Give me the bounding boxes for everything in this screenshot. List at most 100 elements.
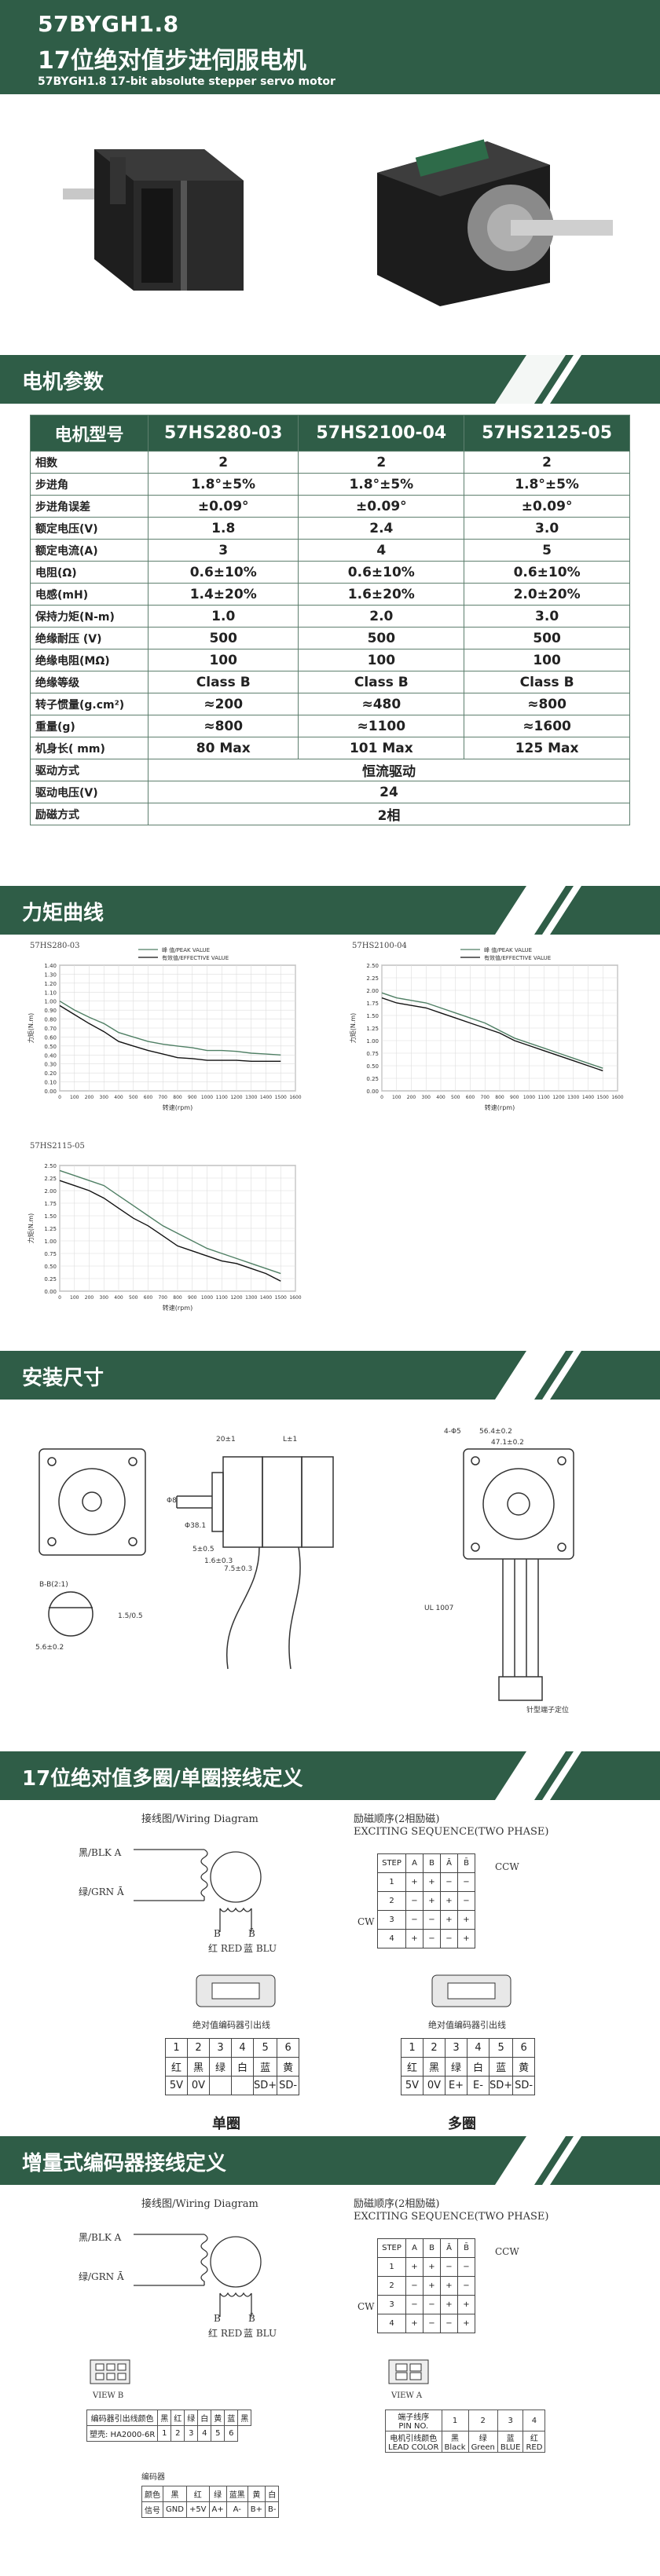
lead-cell: 塑壳: HA2000-6R xyxy=(86,2425,159,2442)
motor-image-right xyxy=(377,139,613,306)
seq-cell: + xyxy=(423,1891,441,1911)
param-value: Class B xyxy=(298,671,465,693)
x-tick-label: 800 xyxy=(173,1095,182,1100)
param-value: 3.0 xyxy=(464,605,630,628)
section-wiring-inc-title: 增量式编码器接线定义 xyxy=(22,2152,227,2175)
lead-cell: 蓝 BLUE xyxy=(497,2431,524,2453)
lead-cell: 信号 xyxy=(141,2501,163,2518)
y-tick-label: 1.50 xyxy=(44,1213,57,1220)
param-value: Class B xyxy=(464,671,630,693)
x-tick-label: 900 xyxy=(188,1095,197,1100)
series-line xyxy=(381,992,603,1069)
seq-cell: − xyxy=(405,2295,424,2314)
y-tick-label: 2.50 xyxy=(44,1163,57,1169)
x-tick-label: 500 xyxy=(129,1095,138,1100)
seq-cell: + xyxy=(440,2295,458,2314)
y-axis-label: 力矩(N.m) xyxy=(349,1013,357,1044)
seq-cell: + xyxy=(423,1872,441,1892)
seq-header: B xyxy=(423,1853,441,1873)
seq-step: 2 xyxy=(377,1891,406,1911)
seq-cell: − xyxy=(423,1929,441,1948)
x-tick-label: 0 xyxy=(380,1095,383,1100)
dim-label: UL 1007 xyxy=(424,1605,453,1612)
section-dimensions: 安装尺寸 xyxy=(0,1351,660,1400)
params-row: 驱动方式恒流驱动 xyxy=(30,759,630,781)
param-label: 绝缘等级 xyxy=(30,671,148,693)
pin-cell: 1 xyxy=(401,2038,424,2058)
params-row: 电阻(Ω)0.6±10%0.6±10%0.6±10% xyxy=(30,561,630,584)
section-dimensions-title: 安装尺寸 xyxy=(22,1367,104,1390)
seq-cell: − xyxy=(440,2257,458,2277)
param-label: 步进角 xyxy=(30,473,148,496)
param-label: 转子惯量(g.cm²) xyxy=(30,693,148,715)
y-tick-label: 0.90 xyxy=(44,1008,57,1014)
param-value: 1.8°±5% xyxy=(298,473,465,496)
x-tick-label: 100 xyxy=(70,1295,79,1301)
param-label: 电阻(Ω) xyxy=(30,561,148,584)
param-value: 1.8°±5% xyxy=(464,473,630,496)
y-axis-label: 力矩(N.m) xyxy=(27,1013,35,1044)
x-tick-label: 1500 xyxy=(597,1095,609,1100)
ccw-label: CCW xyxy=(495,1861,519,1872)
lead-cell: 1 xyxy=(441,2410,469,2431)
param-value: 500 xyxy=(147,627,299,649)
param-value: 100 xyxy=(147,649,299,671)
wire-bbar: B̄ xyxy=(248,1928,255,1939)
lead-cell: 编码器引出线颜色 xyxy=(86,2410,159,2426)
seq-title-cn-inc: 励磁顺序(2相励磁) xyxy=(354,2198,440,2210)
section-wiring-inc: 增量式编码器接线定义 xyxy=(0,2136,660,2185)
y-tick-label: 1.40 xyxy=(44,963,57,969)
legend-label: 有效值/EFFECTIVE VALUE xyxy=(484,954,551,961)
pin-cell: 黑 xyxy=(187,2057,210,2077)
dim-label: L±1 xyxy=(283,1436,297,1444)
pin-cell: 绿 xyxy=(209,2057,232,2077)
x-tick-label: 600 xyxy=(144,1295,153,1301)
lead-cell: B+ xyxy=(247,2501,266,2518)
param-value: ≈800 xyxy=(464,693,630,715)
y-tick-label: 1.25 xyxy=(44,1226,57,1232)
seq-step: 3 xyxy=(377,2295,406,2314)
params-row: 转子惯量(g.cm²)≈200≈480≈800 xyxy=(30,693,630,715)
y-tick-label: 1.30 xyxy=(44,971,57,978)
hero-banner: 57BYGH1.8 17位绝对值步进伺服电机 57BYGH1.8 17-bit … xyxy=(0,0,660,94)
param-label: 励磁方式 xyxy=(30,803,148,825)
seq-cell: − xyxy=(423,2295,441,2314)
pin-cell: 3 xyxy=(445,2038,468,2058)
params-header-cell: 电机型号 xyxy=(30,415,148,452)
seq-cell: − xyxy=(457,1872,475,1892)
dim-label: 56.4±0.2 xyxy=(479,1428,512,1436)
y-tick-label: 0.60 xyxy=(44,1034,57,1041)
y-tick-label: 0.25 xyxy=(366,1076,379,1082)
pin-cell: 蓝 xyxy=(488,2057,514,2077)
torque-chart-3: 57HS2115-052.502.252.001.751.501.251.000… xyxy=(27,1142,302,1312)
lead-cell: 2 xyxy=(468,2410,498,2431)
wire-red-inc: 红 RED xyxy=(208,2328,243,2339)
y-tick-label: 2.25 xyxy=(44,1176,57,1182)
param-label: 电感(mH) xyxy=(30,583,148,606)
pin-cell: 3 xyxy=(209,2038,232,2058)
pin-cell: 5 xyxy=(488,2038,514,2058)
wire-green: 绿/GRN Ā xyxy=(79,1886,124,1897)
series-line xyxy=(381,997,603,1072)
wiring-title-inc: 接线图/Wiring Diagram xyxy=(141,2198,258,2210)
section-wiring-abs: 17位绝对值多圈/单圈接线定义 xyxy=(0,1751,660,1800)
torque-chart-2: 57HS2100-042.502.252.001.751.501.251.000… xyxy=(349,942,624,1111)
seq-cell: − xyxy=(440,2314,458,2333)
encoder-connector-icon xyxy=(431,1974,512,2007)
seq-cell: + xyxy=(457,1929,475,1948)
param-label: 驱动电压(V) xyxy=(30,781,148,803)
y-tick-label: 1.75 xyxy=(366,1001,379,1007)
seq-step: 1 xyxy=(377,2257,406,2277)
wiring-title: 接线图/Wiring Diagram xyxy=(141,1813,258,1825)
x-tick-label: 1100 xyxy=(216,1295,228,1301)
y-tick-label: 0.25 xyxy=(44,1276,57,1283)
dim-label: 1.6±0.3 xyxy=(204,1557,233,1565)
seq-cell: + xyxy=(405,2314,424,2333)
param-value: 3.0 xyxy=(464,517,630,540)
y-tick-label: 2.25 xyxy=(366,975,379,982)
pin-cell: E- xyxy=(467,2076,490,2095)
